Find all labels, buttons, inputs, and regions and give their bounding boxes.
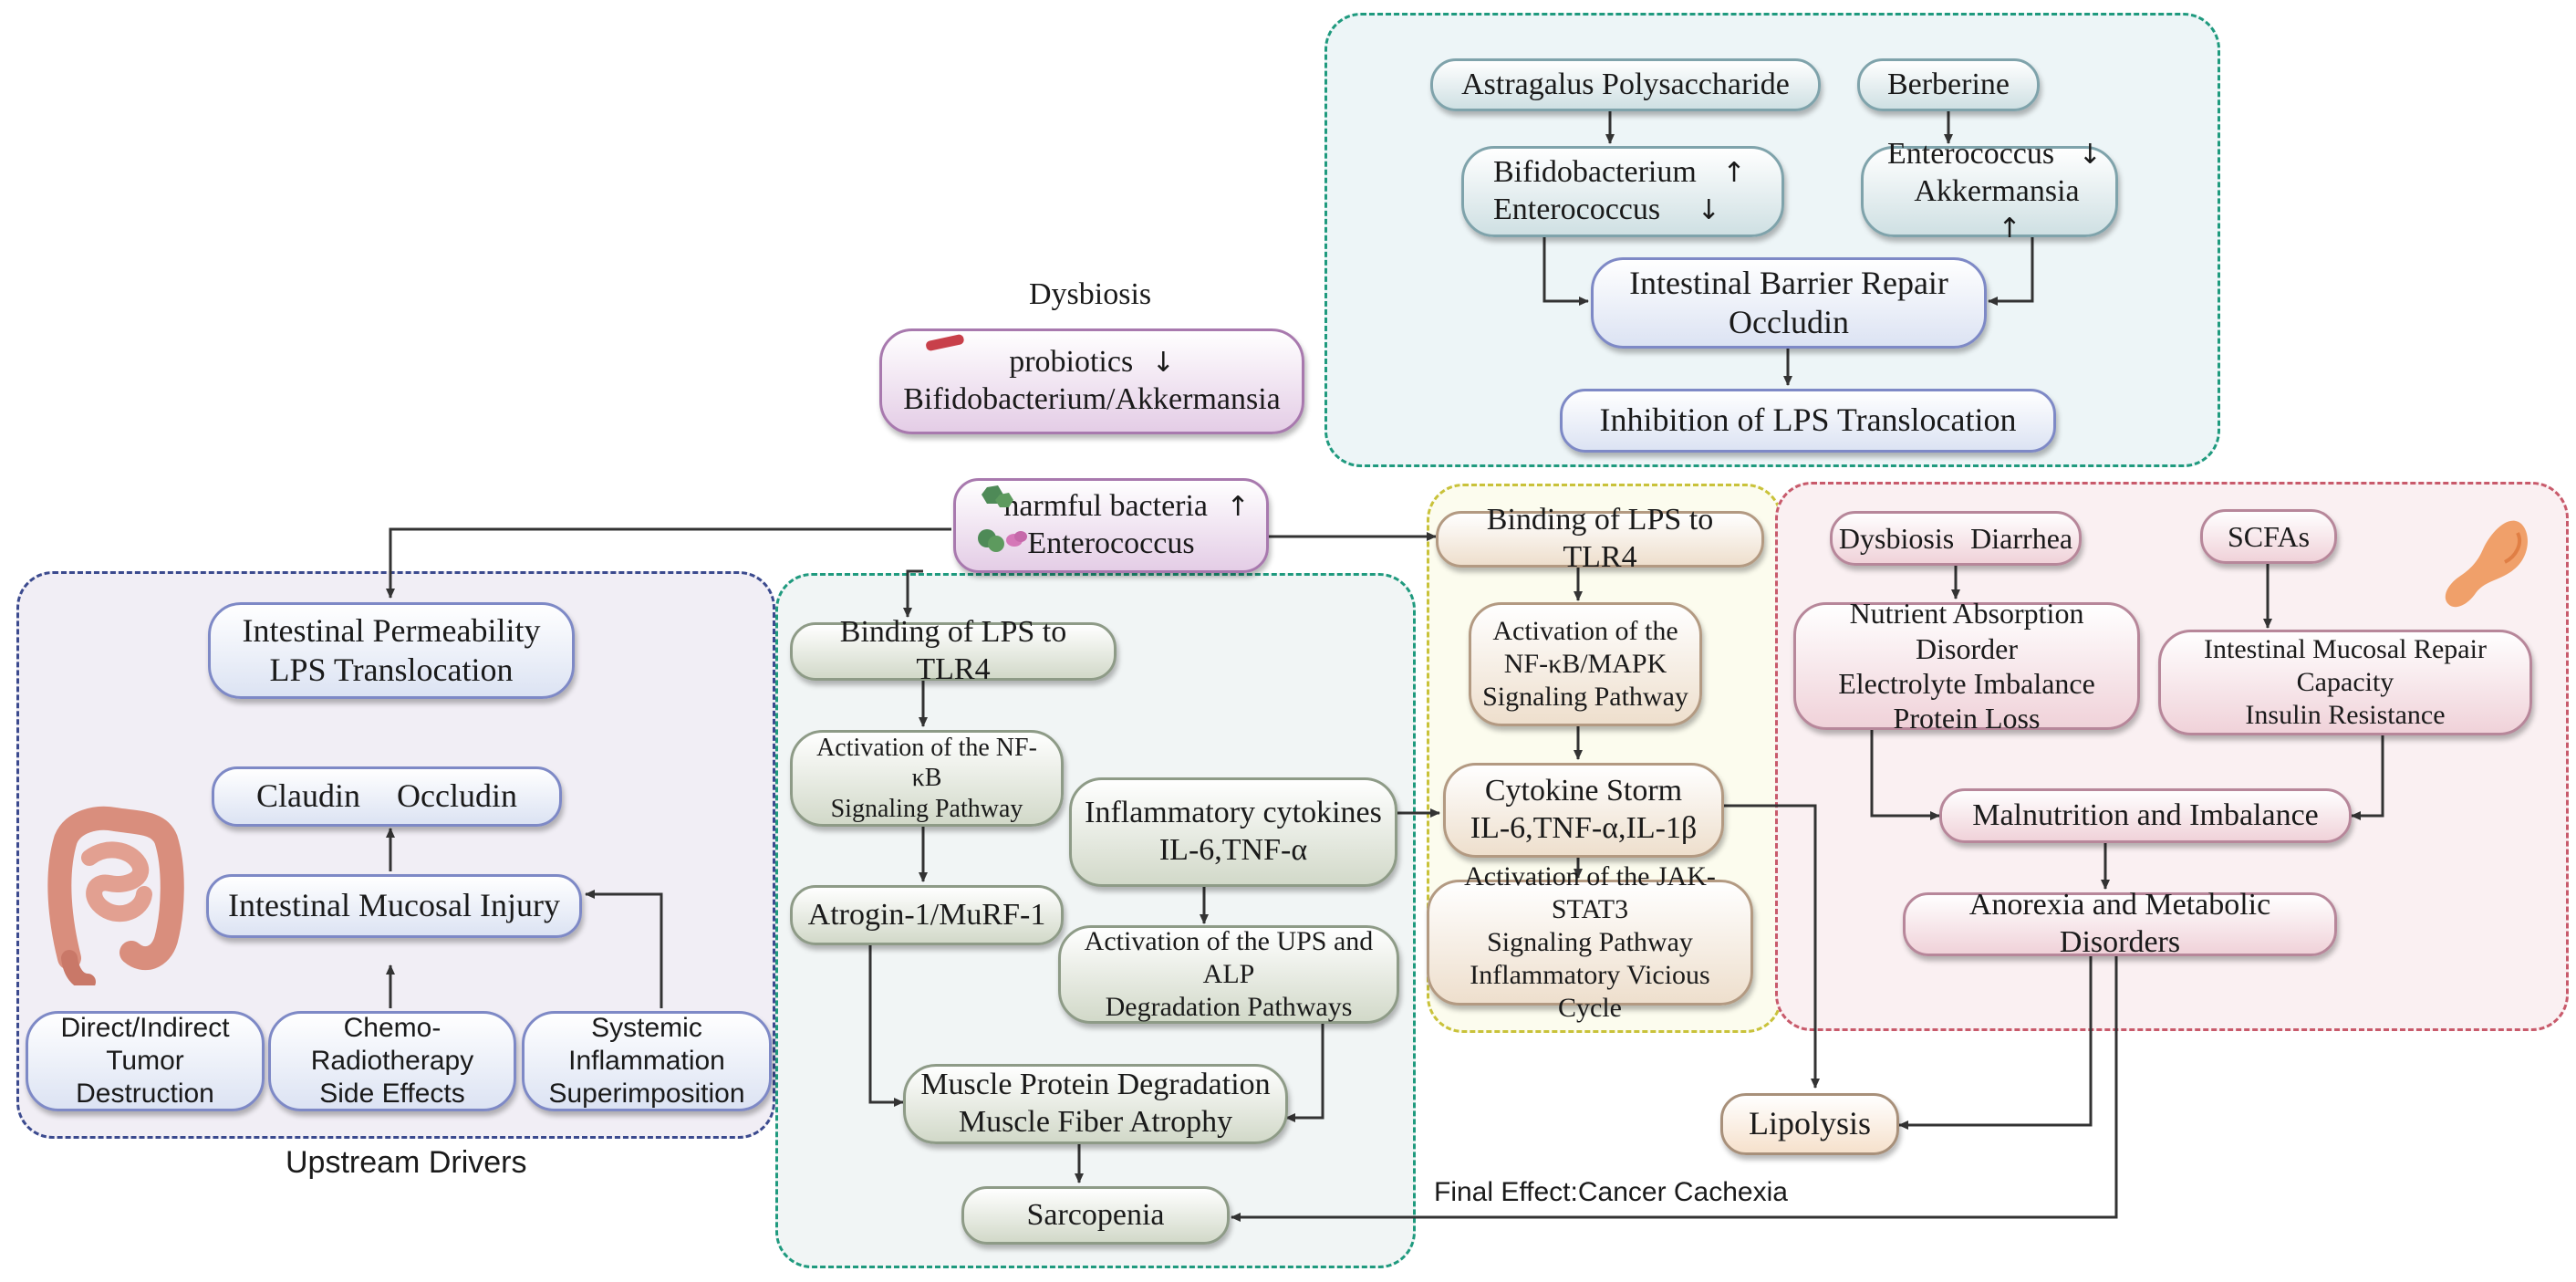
cocci-bacteria-icon: [978, 485, 1027, 552]
malnutrition-imbalance-box: Malnutrition and Imbalance: [1939, 788, 2352, 843]
lipolysis-box: Lipolysis: [1720, 1093, 1899, 1155]
final-effect-label: Final Effect:Cancer Cachexia: [1434, 1177, 1788, 1207]
dysbiosis-title: Dysbiosis: [1029, 277, 1152, 311]
bifidobacterium-enterococcus-box: Bifidobacterium ↑ Enterococcus ↓: [1461, 146, 1784, 237]
ups-alp-activation-box: Activation of the UPS and ALP Degradatio…: [1058, 925, 1399, 1024]
dysbiosis-diarrhea-box: Dysbiosis Diarrhea: [1830, 511, 2082, 566]
nfkb-mapk-activation-box: Activation of the NF-κB/MAPK Signaling P…: [1469, 602, 1702, 726]
muscle-protein-degradation-box: Muscle Protein Degradation Muscle Fiber …: [903, 1064, 1288, 1144]
astragalus-polysaccharide-box: Astragalus Polysaccharide: [1430, 58, 1821, 111]
intestine-icon: [47, 806, 184, 985]
rod-bacterium-icon: [926, 334, 964, 351]
down-arrow-indicator: ↓: [1151, 347, 1175, 380]
systemic-inflammation-box: Systemic Inflammation Superimposition: [522, 1011, 772, 1111]
mucosal-repair-insulin-box: Intestinal Mucosal Repair Capacity Insul…: [2158, 630, 2532, 735]
pancreas-icon: [2445, 520, 2528, 608]
atrogin-murf-box: Atrogin-1/MuRF-1: [790, 885, 1064, 945]
sarcopenia-box: Sarcopenia: [961, 1186, 1230, 1245]
inflammatory-cytokines-box: Inflammatory cytokines IL-6,TNF-α: [1069, 777, 1397, 887]
inhibition-lps-translocation-box: Inhibition of LPS Translocation: [1560, 389, 2056, 453]
nutrient-absorption-box: Nutrient Absorption Disorder Electrolyte…: [1793, 597, 2140, 735]
tumor-destruction-box: Direct/Indirect Tumor Destruction: [26, 1011, 265, 1111]
intestinal-mucosal-injury-box: Intestinal Mucosal Injury: [206, 874, 582, 938]
claudin-occludin-box: Claudin Occludin: [212, 766, 562, 827]
scfas-box: SCFAs: [2200, 509, 2337, 564]
upstream-drivers-label: Upstream Drivers: [286, 1145, 527, 1180]
jak-stat3-activation-box: Activation of the JAK-STAT3 Signaling Pa…: [1427, 861, 1753, 1023]
lps-tlr4-binding-box-muscle: Binding of LPS to TLR4: [790, 615, 1117, 686]
lps-tlr4-binding-box-inflammation: Binding of LPS to TLR4: [1436, 503, 1764, 574]
cytokine-storm-box: Cytokine Storm IL-6,TNF-α,IL-1β: [1443, 763, 1724, 858]
berberine-box: Berberine: [1857, 58, 2040, 111]
anorexia-metabolic-box: Anorexia and Metabolic Disorders: [1903, 888, 2337, 959]
chemo-radiotherapy-box: Chemo-Radiotherapy Side Effects: [268, 1011, 516, 1111]
intestinal-barrier-repair-box: Intestinal Barrier Repair Occludin: [1591, 257, 1987, 349]
enterococcus-akkermansia-box: Enterococcus ↓ Akkermansia ↑: [1861, 137, 2118, 245]
up-arrow-indicator: ↑: [1226, 491, 1250, 524]
nfkb-activation-box: Activation of the NF-κB Signaling Pathwa…: [790, 730, 1064, 827]
intestinal-permeability-box: Intestinal Permeability LPS Translocatio…: [208, 602, 575, 699]
